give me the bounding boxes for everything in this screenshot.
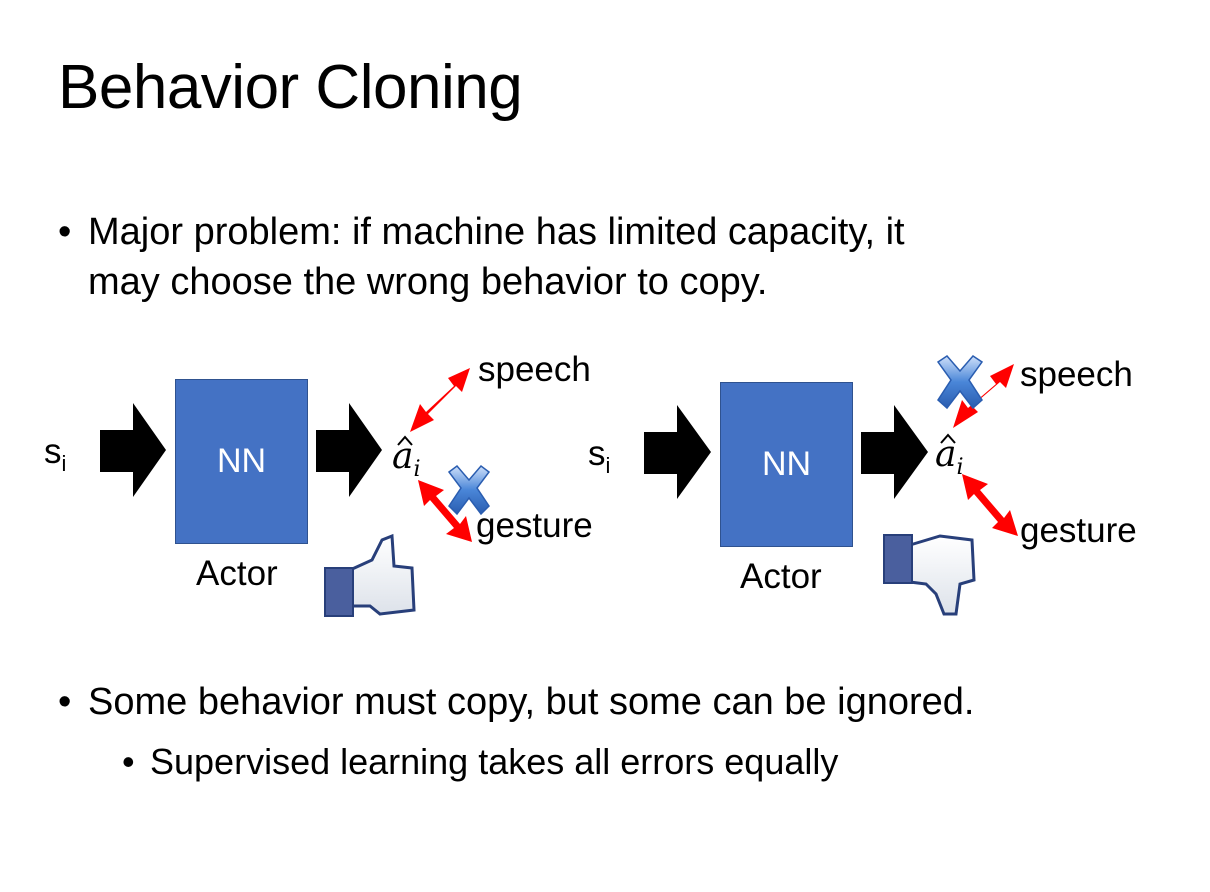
bullet-some-behavior: • Some behavior must copy, but some can … [58,681,975,723]
thumbs-up-icon [324,533,416,617]
output-arrow [316,403,382,497]
gesture-label: gesture [1020,511,1137,550]
hat-accent [940,433,956,444]
action-output-label: ai [935,434,964,481]
double-arrow-speech [953,364,1014,428]
speech-label: speech [478,350,591,389]
nn-box: NN [720,382,853,547]
state-input-label: si [44,432,67,476]
bullet-major-problem: • Major problem: if machine has limited … [58,211,905,303]
cross-icon [936,355,984,410]
action-output-label: ai [392,436,421,483]
double-arrow-gesture [418,480,472,542]
input-arrow [644,405,711,499]
double-arrow-speech [410,368,470,432]
actor-label: Actor [740,557,822,596]
speech-label: speech [1020,355,1133,394]
hat-accent [397,435,413,446]
state-input-label: si [588,434,611,478]
thumbs-down-icon [883,534,976,616]
input-arrow [100,403,166,497]
nn-box: NN [175,379,308,544]
slide-title: Behavior Cloning [58,53,523,122]
double-arrow-gesture [962,474,1018,536]
actor-label: Actor [196,554,278,593]
output-arrow [861,405,928,499]
cross-icon [447,464,491,516]
gesture-label: gesture [476,506,593,545]
sub-bullet-supervised-learning: • Supervised learning takes all errors e… [122,741,839,782]
